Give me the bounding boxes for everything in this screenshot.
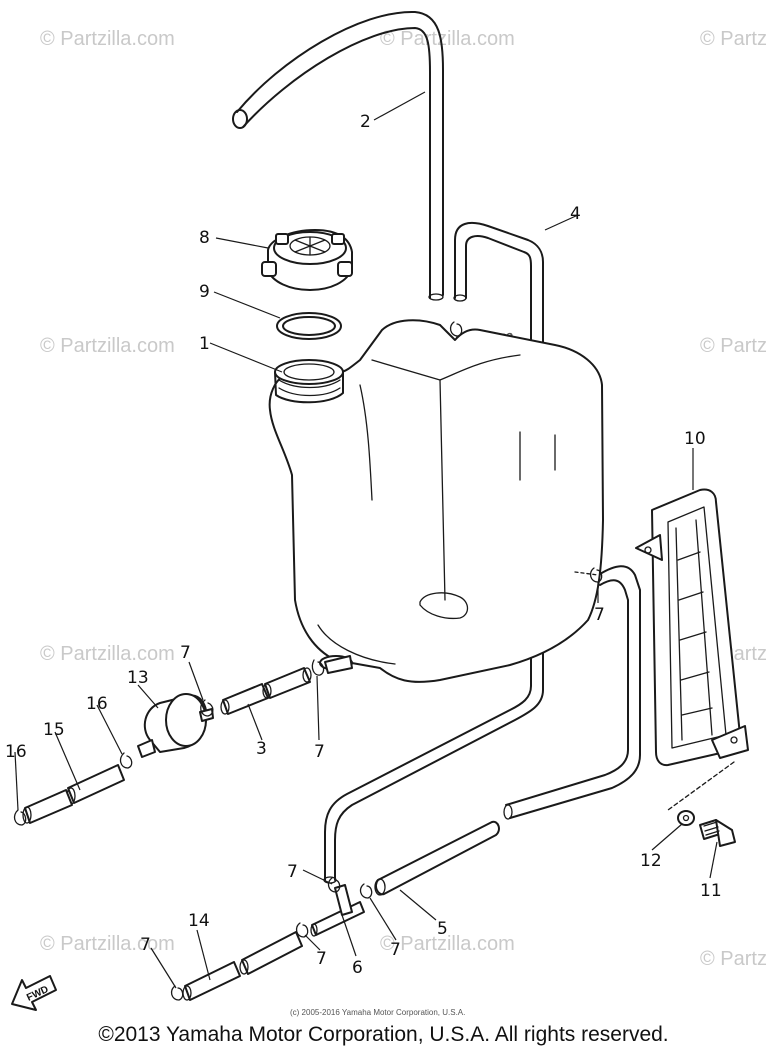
callout-7: 7: [316, 949, 327, 969]
callout-14: 14: [188, 911, 210, 931]
oil-tank-part-1: [268, 319, 604, 683]
callout-10: 10: [684, 429, 706, 449]
watermark: © Partzilla.com: [700, 335, 767, 357]
hose-part-5: [374, 820, 500, 896]
watermark: © Partzilla.com: [380, 28, 515, 50]
fine-print: (c) 2005-2016 Yamaha Motor Corporation, …: [290, 1008, 465, 1017]
watermark: © Partzilla.com: [40, 335, 175, 357]
callout-7: 7: [314, 742, 325, 762]
callout-9: 9: [199, 282, 210, 302]
callout-4: 4: [570, 204, 581, 224]
watermark: © Partzilla.com: [700, 948, 767, 970]
tank-cap-part-8: [261, 229, 353, 291]
callout-8: 8: [199, 228, 210, 248]
callouts: 2 4 8 9 1 10 7 7 7 3 13 16 15 16 7 5 7 6…: [5, 112, 722, 978]
callout-15: 15: [43, 720, 65, 740]
vent-hose-part-2: [232, 10, 444, 301]
callout-11: 11: [700, 881, 722, 901]
watermark: © Partzilla.com: [40, 28, 175, 50]
callout-16: 16: [86, 694, 108, 714]
watermark: © Partzilla.com: [40, 933, 175, 955]
fwd-arrow-icon: FWD: [11, 975, 57, 1011]
callout-3: 3: [256, 739, 267, 759]
leader-lines: [14, 91, 718, 989]
callout-7: 7: [180, 643, 191, 663]
callout-12: 12: [640, 851, 662, 871]
watermark: © Partzilla.com: [380, 933, 515, 955]
watermark: © Partzilla.com: [40, 643, 175, 665]
hose-part-15: [22, 764, 125, 824]
strainer-part-10: [635, 488, 749, 811]
copyright-notice: ©2013 Yamaha Motor Corporation, U.S.A. A…: [98, 1023, 669, 1046]
o-ring-part-9: [276, 312, 342, 340]
hose-part-3: [220, 655, 353, 715]
filter-part-13: [137, 693, 214, 758]
callout-7: 7: [287, 862, 298, 882]
watermark: © Partzilla.com: [700, 28, 767, 50]
callout-6: 6: [352, 958, 363, 978]
callout-5: 5: [437, 919, 448, 939]
bolt-part-11: [699, 819, 736, 847]
callout-13: 13: [127, 668, 149, 688]
callout-7: 7: [140, 935, 151, 955]
callout-7: 7: [390, 940, 401, 960]
return-hose: [503, 565, 641, 820]
hose-part-14: [182, 931, 303, 1001]
callout-7: 7: [594, 605, 605, 625]
washer-part-12: [677, 810, 695, 826]
callout-2: 2: [360, 112, 371, 132]
callout-16: 16: [5, 742, 27, 762]
joint-part-6: [310, 884, 365, 937]
callout-1: 1: [199, 334, 210, 354]
